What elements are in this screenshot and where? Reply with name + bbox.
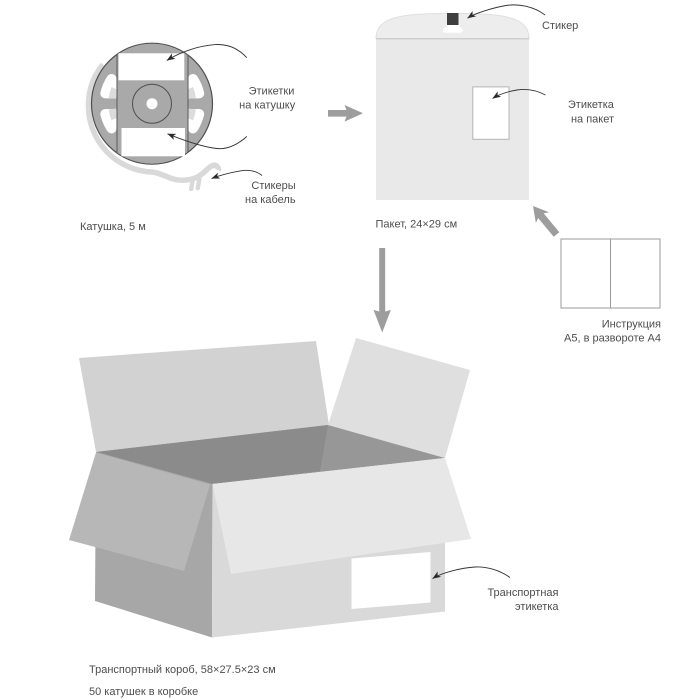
svg-text:А5, в развороте А4: А5, в развороте А4 bbox=[564, 333, 661, 345]
svg-text:на кабель: на кабель bbox=[245, 194, 296, 206]
svg-text:Пакет, 24×29 см: Пакет, 24×29 см bbox=[376, 219, 458, 231]
svg-text:Инструкция: Инструкция bbox=[602, 319, 661, 331]
svg-text:на катушку: на катушку bbox=[239, 100, 296, 112]
svg-text:50 катушек в коробке: 50 катушек в коробке bbox=[89, 686, 198, 698]
svg-text:на пакет: на пакет bbox=[571, 113, 614, 125]
svg-text:Стикеры: Стикеры bbox=[251, 180, 295, 192]
svg-text:Стикер: Стикер bbox=[542, 20, 578, 32]
svg-text:Катушка, 5 м: Катушка, 5 м bbox=[80, 221, 146, 233]
svg-text:этикетка: этикетка bbox=[515, 601, 559, 613]
svg-text:Этикетка: Этикетка bbox=[568, 99, 615, 111]
svg-text:Транспортный короб, 58×27.5×23: Транспортный короб, 58×27.5×23 см bbox=[89, 664, 276, 676]
svg-text:Транспортная: Транспортная bbox=[487, 587, 558, 599]
svg-text:Этикетки: Этикетки bbox=[249, 85, 295, 97]
